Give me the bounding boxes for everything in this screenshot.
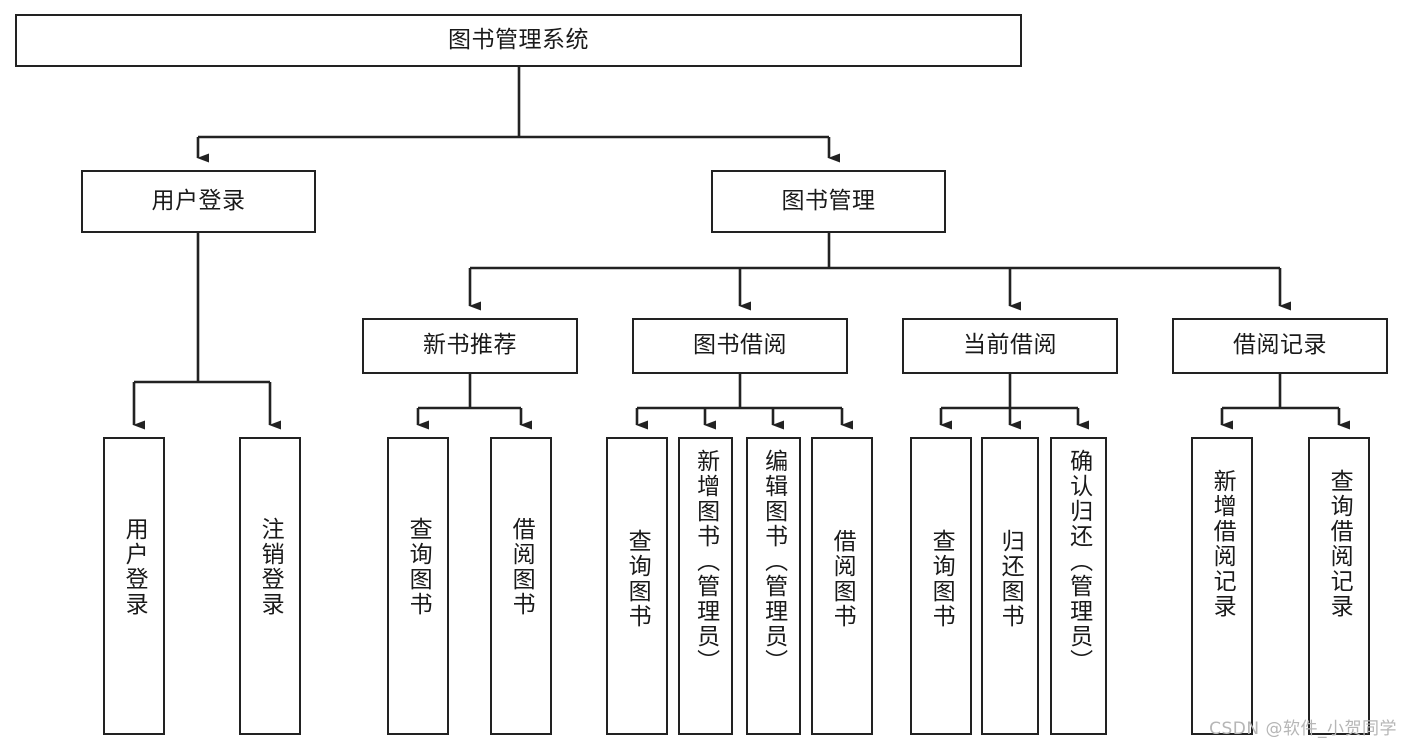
node-current-borrow-label: 当前借阅 <box>963 332 1057 359</box>
node-root-label: 图书管理系统 <box>448 26 589 53</box>
node-leaf-query-book-1-label: 查询图书 <box>405 517 432 617</box>
node-leaf-add-book-label: 新增图书（管理员） <box>692 449 719 674</box>
node-leaf-edit-book-label: 编辑图书（管理员） <box>760 449 787 674</box>
node-leaf-return-book-label: 归还图书 <box>997 529 1024 629</box>
node-leaf-borrow-book-2-label: 借阅图书 <box>829 529 856 629</box>
node-leaf-borrow-book-1[interactable]: 借阅图书 <box>490 437 552 735</box>
node-leaf-query-book-2[interactable]: 查询图书 <box>606 437 668 735</box>
node-book-borrow[interactable]: 图书借阅 <box>632 318 848 374</box>
node-book-borrow-label: 图书借阅 <box>693 332 787 359</box>
node-root[interactable]: 图书管理系统 <box>15 14 1022 67</box>
node-leaf-query-record-label: 查询借阅记录 <box>1326 469 1353 619</box>
node-leaf-edit-book[interactable]: 编辑图书（管理员） <box>746 437 801 735</box>
node-leaf-query-book-3[interactable]: 查询图书 <box>910 437 972 735</box>
node-leaf-add-record[interactable]: 新增借阅记录 <box>1191 437 1253 735</box>
node-new-book-rec[interactable]: 新书推荐 <box>362 318 578 374</box>
node-book-manage-label: 图书管理 <box>781 187 876 214</box>
node-leaf-borrow-book-1-label: 借阅图书 <box>508 517 535 617</box>
node-leaf-logout-label: 注销登录 <box>257 517 284 617</box>
node-leaf-query-book-1[interactable]: 查询图书 <box>387 437 449 735</box>
node-borrow-record[interactable]: 借阅记录 <box>1172 318 1388 374</box>
node-leaf-query-book-2-label: 查询图书 <box>624 529 651 629</box>
node-leaf-return-book[interactable]: 归还图书 <box>981 437 1039 735</box>
csdn-watermark: CSDN @软件_小贺同学 <box>1209 719 1397 739</box>
node-leaf-user-login[interactable]: 用户登录 <box>103 437 165 735</box>
node-user-login-label: 用户登录 <box>151 187 246 214</box>
node-leaf-query-record[interactable]: 查询借阅记录 <box>1308 437 1370 735</box>
node-leaf-user-login-label: 用户登录 <box>121 517 148 617</box>
node-borrow-record-label: 借阅记录 <box>1233 332 1327 359</box>
node-user-login[interactable]: 用户登录 <box>81 170 316 233</box>
node-leaf-confirm-return[interactable]: 确认归还（管理员） <box>1050 437 1107 735</box>
node-book-manage[interactable]: 图书管理 <box>711 170 946 233</box>
node-new-book-rec-label: 新书推荐 <box>423 332 517 359</box>
node-leaf-add-record-label: 新增借阅记录 <box>1209 469 1236 619</box>
node-leaf-confirm-return-label: 确认归还（管理员） <box>1065 449 1092 674</box>
node-leaf-add-book[interactable]: 新增图书（管理员） <box>678 437 733 735</box>
node-leaf-logout[interactable]: 注销登录 <box>239 437 301 735</box>
node-leaf-query-book-3-label: 查询图书 <box>928 529 955 629</box>
node-leaf-borrow-book-2[interactable]: 借阅图书 <box>811 437 873 735</box>
node-current-borrow[interactable]: 当前借阅 <box>902 318 1118 374</box>
